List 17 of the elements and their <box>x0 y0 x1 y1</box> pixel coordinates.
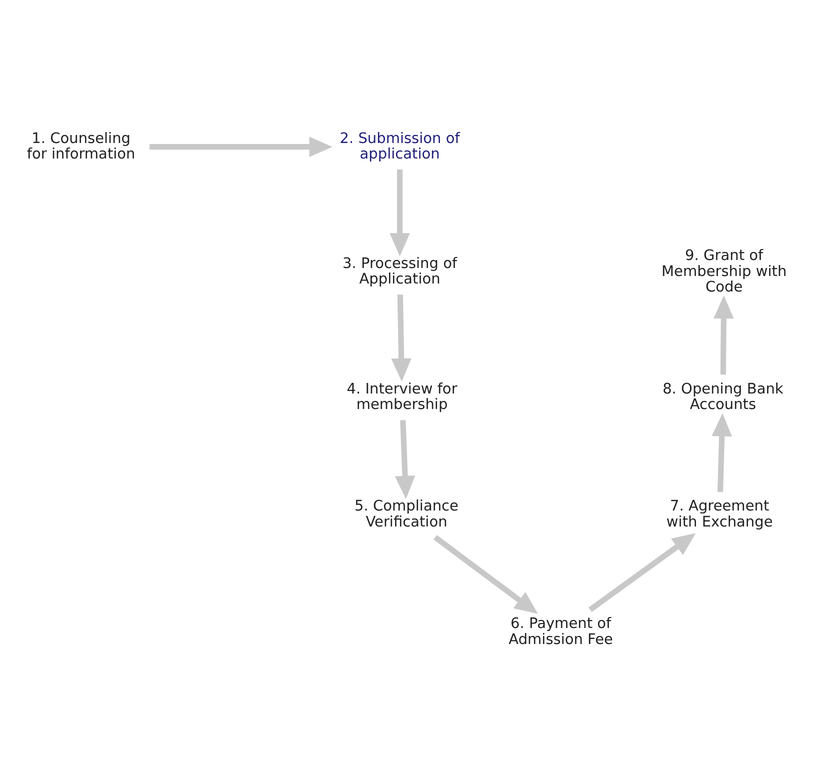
node-text: 8. Opening Bank Accounts <box>662 380 784 412</box>
arrow <box>433 534 538 614</box>
node-text: 9. Grant of Membership with Code <box>662 248 787 296</box>
node-text: 2. Submission of application <box>340 130 460 162</box>
node-text: 4. Interview for membership <box>346 380 458 412</box>
node-text: 3. Processing of Application <box>342 256 458 288</box>
node-text: 7. Agreement with Exchange <box>666 498 773 530</box>
node-text: 5. Compliance Verification <box>354 498 458 530</box>
node-text: 6. Payment of Admission Fee <box>508 616 613 648</box>
node-text: 1. Counseling for information <box>26 130 136 162</box>
arrow <box>391 294 412 382</box>
arrow <box>714 294 734 374</box>
arrow <box>390 168 410 256</box>
arrow <box>712 412 732 492</box>
arrow <box>394 420 416 499</box>
arrow <box>588 532 696 612</box>
arrow <box>150 136 332 156</box>
